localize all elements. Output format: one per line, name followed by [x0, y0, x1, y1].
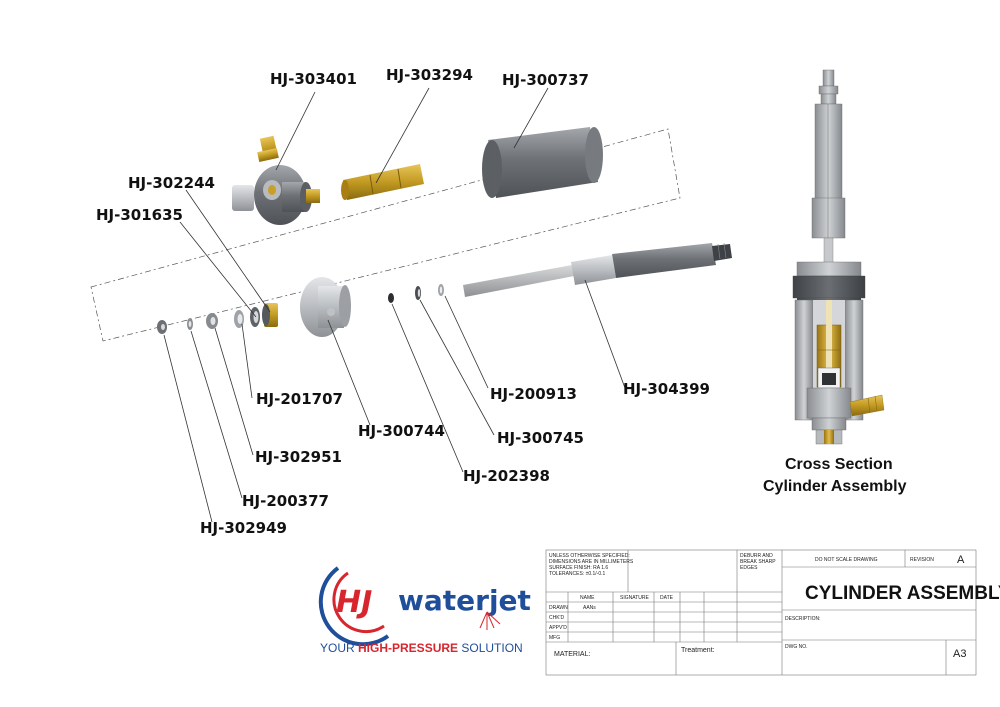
assembly-envelope: [90, 128, 681, 342]
row-mfg: MFG: [549, 635, 560, 641]
label-hj-303294: HJ-303294: [386, 66, 473, 84]
label-hj-303401: HJ-303401: [270, 70, 357, 88]
logo-spray-icon: [479, 611, 501, 630]
col-date: DATE: [660, 595, 674, 601]
deburr-line2: BREAK SHARP: [740, 559, 776, 565]
spec-line1: UNLESS OTHERWISE SPECIFIED:: [549, 553, 630, 559]
cross-section-view: Cross Section Cylinder Assembly: [763, 69, 907, 495]
part-hj-303294-brass-sleeve: [341, 164, 424, 200]
deburr-line1: DEBURR AND: [740, 553, 773, 559]
part-hj-302244-brass-seal: [262, 303, 278, 327]
label-hj-202398: HJ-202398: [463, 467, 550, 485]
row-drawn-name: AANs: [583, 605, 596, 611]
part-hj-303401-fitting-body: [232, 135, 320, 225]
logo-swoosh-icon: [318, 566, 390, 647]
dwg-no-label: DWG NO.: [785, 644, 808, 650]
label-hj-302951: HJ-302951: [255, 448, 342, 466]
label-hj-200377: HJ-200377: [242, 492, 329, 510]
part-hj-301635-ring: [250, 307, 260, 327]
part-hj-300737-cylinder: [482, 127, 603, 198]
label-hj-300737: HJ-300737: [502, 71, 589, 89]
spec-line2: DIMENSIONS ARE IN MILLIMETERS: [549, 559, 634, 565]
label-hj-304399: HJ-304399: [623, 380, 710, 398]
spec-line3: SURFACE FINISH: RA 1.6: [549, 565, 608, 571]
col-signature: SIGNATURE: [620, 595, 649, 601]
label-hj-301635: HJ-301635: [96, 206, 183, 224]
drawing-title: CYLINDER ASSEMBLY: [805, 583, 1000, 604]
part-hj-300744-end-cap: [300, 277, 351, 337]
treatment-label: Treatment:: [681, 647, 715, 654]
deburr-line3: EDGES: [740, 565, 758, 571]
revision-value: A: [957, 554, 965, 566]
part-hj-202398-oring: [388, 293, 394, 303]
part-hj-302949-washer: [157, 320, 167, 334]
spec-line4: TOLERANCES: ±0.1/-0.1: [549, 571, 606, 577]
description-label: DESCRIPTION:: [785, 616, 821, 622]
cross-section-caption-line2: Cylinder Assembly: [763, 478, 907, 495]
label-hj-201707: HJ-201707: [256, 390, 343, 408]
cross-section-caption-line1: Cross Section: [785, 456, 893, 473]
label-hj-302244: HJ-302244: [128, 174, 215, 192]
label-hj-200913: HJ-200913: [490, 385, 577, 403]
part-hj-300745-backup-ring: [415, 286, 421, 300]
row-appvd: APPV'D: [549, 625, 567, 631]
revision-label: REVISION: [910, 557, 934, 563]
leader-lines: [163, 87, 626, 523]
col-name: NAME: [580, 595, 595, 601]
part-hj-201707-ring: [234, 310, 244, 328]
label-hj-300745: HJ-300745: [497, 429, 584, 447]
logo-brand: waterjet: [398, 584, 531, 617]
part-labels: HJ-303401 HJ-303294 HJ-300737 HJ-302244 …: [96, 66, 710, 537]
sheet-size: A3: [953, 648, 966, 660]
logo-tagline: YOUR HIGH-PRESSURE SOLUTION: [320, 641, 523, 655]
part-hj-200377-washer: [187, 318, 193, 330]
title-block: UNLESS OTHERWISE SPECIFIED: DIMENSIONS A…: [545, 549, 1000, 676]
do-not-scale: DO NOT SCALE DRAWING: [815, 557, 878, 563]
label-hj-302949: HJ-302949: [200, 519, 287, 537]
label-hj-300744: HJ-300744: [358, 422, 445, 440]
row-drawn: DRAWN: [549, 605, 568, 611]
material-label: MATERIAL:: [554, 651, 590, 658]
hj-waterjet-logo: HJ waterjet YOUR HIGH-PRESSURE SOLUTION: [318, 566, 531, 655]
part-hj-302951-nut: [206, 313, 218, 329]
logo-mark: HJ: [336, 585, 372, 620]
row-chkd: CHK'D: [549, 615, 565, 621]
part-hj-200913-ring: [438, 284, 444, 296]
part-hj-304399-plunger: [463, 242, 732, 297]
